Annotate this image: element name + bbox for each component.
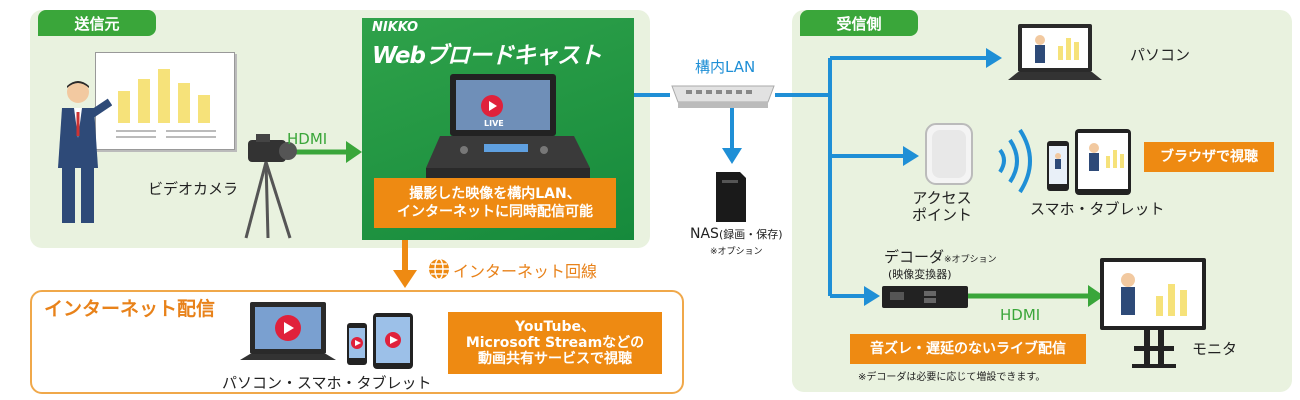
mobile-label: スマホ・タブレット	[1030, 200, 1165, 218]
internet-arrow-head	[393, 270, 417, 288]
presentation-board	[95, 52, 235, 150]
nas-option: ※オプション	[710, 247, 763, 257]
decoder-note: ※デコーダは必要に応じて増設できます。	[858, 372, 1046, 383]
receiver-smartphone-icon	[1047, 141, 1069, 191]
hdmi-label-receiver: HDMI	[1000, 306, 1041, 324]
ap-line1: アクセス	[912, 189, 972, 207]
arrow-nas	[722, 148, 742, 164]
arrow-decoder	[864, 286, 880, 306]
product-name: Webブロードキャスト	[372, 43, 602, 69]
arrow-pc	[986, 48, 1002, 68]
decoder-label: デコーダ※オプション	[884, 246, 997, 267]
sender-tag: 送信元	[38, 10, 156, 36]
hdmi-label-sender: HDMI	[287, 130, 328, 148]
presenter-icon	[58, 81, 112, 223]
decoder-option: ※オプション	[944, 255, 997, 265]
play-icon	[481, 95, 503, 117]
callout-line2: Microsoft Streamなどの	[465, 334, 645, 351]
receiver-tag: 受信側	[800, 10, 918, 36]
pc-icon	[1008, 24, 1102, 80]
lan-switch-icon	[671, 85, 775, 108]
browser-callout: ブラウザで視聴	[1144, 142, 1274, 172]
internet-tag: インターネット配信	[44, 298, 216, 320]
wifi-waves	[998, 128, 1032, 194]
hdmi-arrow-receiver-head	[1088, 285, 1104, 307]
live-badge: LIVE	[484, 119, 504, 128]
monitor-icon	[1100, 258, 1206, 368]
video-sharing-callout: YouTube、 Microsoft Streamなどの 動画共有サービスで視聴	[448, 312, 662, 374]
access-point-icon	[925, 123, 973, 185]
ap-line2: ポイント	[912, 206, 973, 225]
product-description-line1: 撮影した映像を構内LAN、	[409, 185, 581, 202]
monitor-label: モニタ	[1192, 340, 1238, 358]
callout-line3: 動画共有サービスで視聴	[478, 351, 632, 368]
board-chart-icon	[116, 69, 216, 138]
video-camera-icon	[244, 134, 297, 239]
callout-line1: YouTube、	[515, 318, 595, 335]
decoder-icon	[882, 286, 968, 308]
access-point-label: アクセス ポイント	[912, 189, 973, 225]
internet-line-label: インターネット回線	[453, 262, 598, 281]
product-description: 撮影した映像を構内LAN、 インターネットに同時配信可能	[374, 178, 616, 228]
nas-name: NAS	[690, 226, 719, 242]
laptop-play-icon	[275, 315, 301, 341]
nas-icon	[716, 172, 746, 222]
nas-label: NAS(録画・保存)	[690, 226, 783, 242]
pc-label: パソコン	[1130, 46, 1191, 64]
nas-sub: (録画・保存)	[718, 228, 783, 241]
devices-label: パソコン・スマホ・タブレット	[222, 374, 432, 392]
tablet-icon	[373, 313, 413, 369]
arrow-ap	[903, 146, 919, 166]
receiver-tablet-icon	[1075, 129, 1131, 195]
decoder-sub: (映像変換器)	[888, 268, 952, 281]
hdmi-arrow-sender-head	[346, 141, 362, 163]
encoder-device-icon	[426, 74, 590, 180]
product-description-line2: インターネットに同時配信可能	[397, 204, 593, 220]
camera-label: ビデオカメラ	[148, 180, 239, 198]
live-callout: 音ズレ・遅延のないライブ配信	[850, 334, 1086, 364]
product-brand: NIKKO	[372, 20, 419, 35]
lan-label: 構内LAN	[695, 58, 756, 76]
decoder-name: デコーダ	[884, 248, 945, 266]
smartphone-icon	[347, 323, 367, 365]
globe-icon	[429, 258, 449, 280]
